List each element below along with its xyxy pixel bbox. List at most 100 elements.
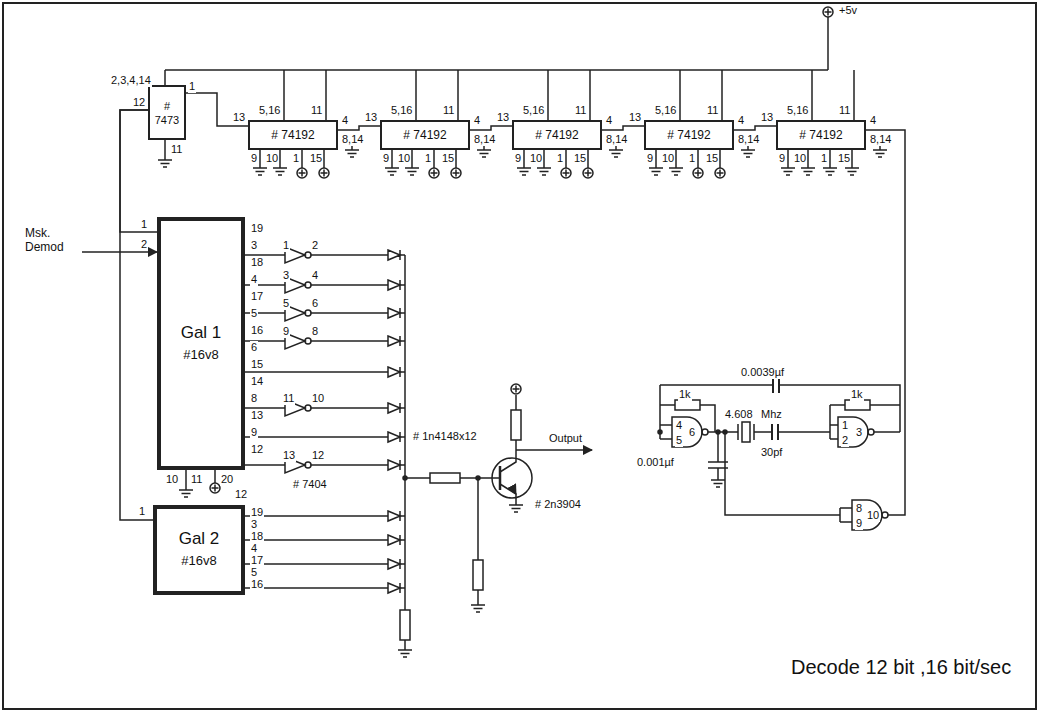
- pin-label: 10: [529, 152, 543, 165]
- wire: [245, 436, 388, 438]
- pin-label: 13: [250, 409, 264, 422]
- pin-label: 15: [250, 358, 264, 371]
- pin-label: 5,16: [258, 104, 281, 117]
- wire: [655, 150, 657, 168]
- pin-label: 5: [282, 297, 290, 310]
- signal-wire: [120, 110, 153, 520]
- chip-label: # 74192: [271, 128, 314, 142]
- ic-chip: # 74192: [776, 120, 866, 150]
- pin-label: 4: [341, 114, 349, 127]
- pin-label: 14: [250, 375, 264, 388]
- pin-label: 10: [793, 152, 807, 165]
- pin-label: 6: [688, 426, 696, 439]
- pin-label: 1: [556, 152, 564, 165]
- pin-label: 5: [675, 434, 683, 447]
- chip-label: # 7473: [151, 99, 183, 127]
- supply-symbol: [429, 168, 439, 178]
- wire: [433, 150, 435, 168]
- pin-label: 9: [646, 152, 654, 165]
- pin-label: Mhz: [760, 408, 783, 421]
- pin-label: Msk. Demod: [24, 226, 78, 254]
- chip-label: # 74192: [799, 128, 842, 142]
- wire: [214, 470, 216, 483]
- pin-label: 13: [364, 111, 378, 124]
- wire: [165, 69, 828, 71]
- ic-chip: # 74192: [644, 120, 734, 150]
- ground-symbol: [405, 168, 419, 175]
- chip-label: # 74192: [535, 128, 578, 142]
- pin-label: 15: [573, 152, 587, 165]
- wire: [721, 70, 723, 120]
- supply-symbol: [319, 168, 329, 178]
- pin-label: 8: [250, 392, 258, 405]
- gal-chip: Gal 1#16v8: [157, 217, 245, 470]
- supply-symbol: [823, 7, 833, 17]
- pin-label: 6: [311, 297, 319, 310]
- wire: [311, 284, 388, 286]
- pin-label: 4: [675, 419, 683, 432]
- ic-chip: # 74192: [512, 120, 602, 150]
- inverter-bubble: [305, 252, 311, 258]
- pin-label: 5,16: [390, 104, 413, 117]
- wire: [587, 150, 589, 168]
- wire: [589, 70, 591, 120]
- ground-symbol: [517, 168, 531, 175]
- pin-label: 15: [441, 152, 455, 165]
- pin-label: 8: [855, 502, 863, 515]
- ground-symbol: [845, 168, 859, 175]
- pin-label: 9: [855, 517, 863, 530]
- supply-symbol: [693, 168, 703, 178]
- pin-label: 2: [311, 239, 319, 252]
- wire: [259, 150, 261, 168]
- part-number: #16v8: [183, 344, 218, 366]
- pin-label: 10: [311, 392, 325, 405]
- pin-label: 10: [866, 509, 880, 522]
- inverter-bubble: [305, 310, 311, 316]
- wire: [675, 150, 677, 168]
- pin-label: 0.0039µf: [740, 366, 785, 379]
- chip-label: # 74192: [667, 128, 710, 142]
- pin-label: 9: [282, 325, 290, 338]
- pin-label: 1k: [678, 388, 692, 401]
- supply-symbol: [451, 168, 461, 178]
- wire: [811, 70, 813, 120]
- pin-label: 1: [138, 505, 146, 518]
- inverter-bubble: [305, 462, 311, 468]
- wire: [455, 150, 457, 168]
- pin-label: 8: [311, 325, 319, 338]
- wire: [164, 70, 166, 85]
- ground-symbol: [158, 160, 172, 167]
- wire: [523, 150, 525, 168]
- diode-symbol: [388, 403, 400, 413]
- wire: [325, 70, 327, 120]
- pin-label: 2: [841, 434, 849, 447]
- diode-symbol: [388, 559, 400, 569]
- pin-label: 9: [250, 152, 258, 165]
- pin-label: 19: [250, 222, 264, 235]
- pin-label: 1: [188, 80, 196, 93]
- diode-symbol: [388, 535, 400, 545]
- wire: [679, 70, 681, 120]
- inverter-bubble: [305, 338, 311, 344]
- pin-label: 13: [760, 111, 774, 124]
- supply-symbol: [715, 168, 725, 178]
- pin-label: 11: [190, 473, 203, 486]
- pin-label: 4: [250, 273, 258, 286]
- wire: [457, 70, 459, 120]
- diode-symbol: [388, 583, 400, 593]
- pin-label: 4: [605, 114, 613, 127]
- chip-label: # 74192: [403, 128, 446, 142]
- diode-symbol: [388, 511, 400, 521]
- inverter-bubble: [305, 405, 311, 411]
- pin-label: 1: [282, 239, 290, 252]
- wire: [415, 70, 417, 120]
- pin-label: 1: [688, 152, 696, 165]
- pin-label: 11: [838, 104, 851, 117]
- ground-symbol: [179, 490, 193, 497]
- pin-label: 15: [309, 152, 323, 165]
- chip-label: Gal 1: [181, 322, 222, 344]
- pin-label: 10: [265, 152, 279, 165]
- wire: [787, 150, 789, 168]
- pin-label: 0.001µf: [636, 456, 675, 469]
